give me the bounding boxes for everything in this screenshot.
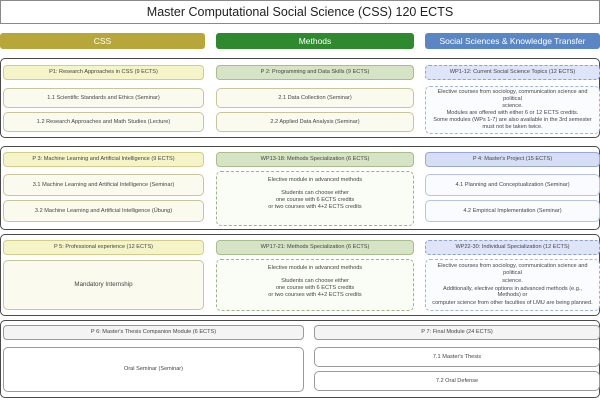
page-title: Master Computational Social Science (CSS…	[0, 0, 600, 24]
course-2-1: 2.1 Data Collection (Seminar)	[216, 88, 414, 108]
wp17-21-text-option: or two courses with 4+2 ECTS credits	[268, 291, 362, 298]
module-wp17-21-description: Elective module in advanced methods Stud…	[216, 259, 414, 311]
column-header-methods: Methods	[216, 33, 414, 49]
module-p7-header: P 7: Final Module (24 ECTS)	[314, 325, 600, 340]
course-4-2: 4.2 Empirical Implementation (Seminar)	[425, 200, 600, 222]
course-4-1: 4.1 Planning and Conceptualization (Semi…	[425, 174, 600, 196]
wp1-12-text-line: must not be taken twice.	[482, 123, 543, 130]
wp22-30-text-line: computer science from other faculties of…	[432, 300, 593, 307]
wp1-12-text-line: Some modules (WPs 1-7) are also availabl…	[433, 116, 592, 123]
course-7-1: 7.1 Master's Thesis	[314, 347, 600, 367]
wp13-18-text-main: Elective module in advanced methods	[267, 177, 363, 183]
course-7-2: 7.2 Oral Defense	[314, 371, 600, 391]
wp13-18-text-option: or two courses with 4+2 ECTS credits	[268, 203, 362, 210]
wp13-18-text-option: Students can choose either	[281, 189, 349, 196]
course-1-1: 1.1 Scientific Standards and Ethics (Sem…	[3, 88, 204, 108]
wp1-12-text-line: Elective courses from sociology, communi…	[437, 89, 588, 103]
wp17-21-text-option: Students can choose either	[281, 277, 349, 284]
column-header-social-sciences: Social Sciences & Knowledge Transfer	[425, 33, 600, 49]
module-wp17-21-header: WP17-21: Methods Specialization (6 ECTS)	[216, 240, 414, 255]
wp13-18-text-option: one course with 6 ECTS credits	[275, 196, 355, 203]
wp1-12-text-line: Modules are offered with either 6 or 12 …	[446, 110, 579, 116]
wp1-12-text-line: science.	[502, 103, 523, 110]
module-wp13-18-header: WP13-18: Methods Specialization (6 ECTS)	[216, 152, 414, 167]
module-p3-header: P 3: Machine Learning and Artificial Int…	[3, 152, 204, 167]
module-wp22-30-description: Elective courses from sociology, communi…	[425, 259, 600, 311]
module-p6-header: P 6: Master's Thesis Companion Module (6…	[3, 325, 304, 340]
wp17-21-text-main: Elective module in advanced methods	[267, 265, 363, 271]
course-3-1: 3.1 Machine Learning and Artificial Inte…	[3, 174, 204, 196]
module-p4-header: P 4: Master's Project (15 ECTS)	[425, 152, 600, 167]
wp22-30-text-line: Elective courses from sociology, communi…	[437, 262, 588, 276]
module-wp1-12-header: WP1-12: Current Social Science Topics (1…	[425, 65, 600, 80]
course-2-2: 2.2 Applied Data Analysis (Seminar)	[216, 112, 414, 132]
module-wp1-12-description: Elective courses from sociology, communi…	[425, 86, 600, 134]
course-3-2: 3.2 Machine Learning and Artificial Inte…	[3, 200, 204, 222]
module-wp22-30-header: WP22-30: Individual Specialization (12 E…	[425, 240, 600, 255]
module-wp13-18-description: Elective module in advanced methods Stud…	[216, 171, 414, 226]
mandatory-internship: Mandatory Internship	[3, 260, 204, 310]
column-header-css: CSS	[0, 33, 205, 49]
wp22-30-text-line: Additionally, elective options in advanc…	[443, 285, 582, 299]
module-p2-header: P 2: Programming and Data Skills (9 ECTS…	[216, 65, 414, 80]
module-p1-header: P1: Research Approaches in CSS (9 ECTS)	[3, 65, 204, 80]
oral-seminar: Oral Seminar (Seminar)	[3, 347, 304, 392]
wp22-30-text-line: science.	[502, 277, 523, 284]
course-1-2: 1.2 Research Approaches and Math Studies…	[3, 112, 204, 132]
wp17-21-text-option: one course with 6 ECTS credits	[275, 284, 355, 291]
module-p5-header: P 5: Professional experience (12 ECTS)	[3, 240, 204, 255]
